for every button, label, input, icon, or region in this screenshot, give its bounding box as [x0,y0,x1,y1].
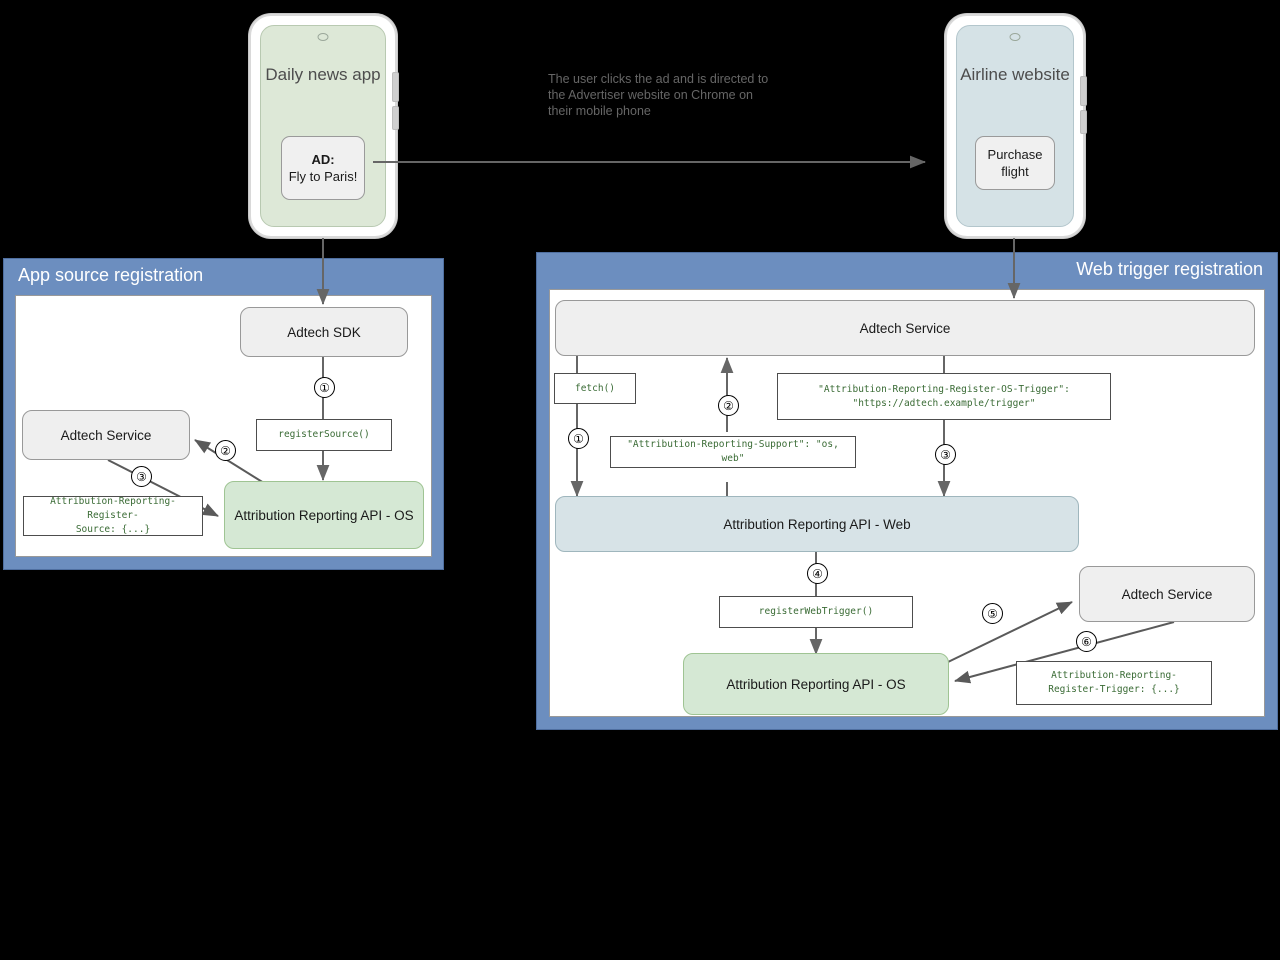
step-circle-right-4: ④ [807,563,828,584]
step-circle-right-1: ① [568,428,589,449]
node-adtech-service-right-top-label: Adtech Service [859,320,951,336]
codebox-os-trigger-header: "Attribution-Reporting-Register-OS-Trigg… [777,373,1111,420]
ad-card-line1: AD: [311,152,335,167]
panel-title-web-trigger: Web trigger registration [1076,259,1263,279]
step-circle-left-3: ③ [131,466,152,487]
node-adtech-service-right-bottom[interactable]: Adtech Service [1079,566,1255,622]
codebox-register-web-trigger-text: registerWebTrigger() [758,606,874,617]
node-ar-api-os-left-label: Attribution Reporting API - OS [234,507,414,523]
codebox-register-source-header: Attribution-Reporting-Register- Source: … [23,496,203,536]
step-circle-left-1: ① [314,377,335,398]
step-right-1-label: ① [573,431,584,446]
node-adtech-sdk-label: Adtech SDK [287,324,361,340]
panel-title-app-source: App source registration [18,265,204,285]
codebox-support-header-text: "Attribution-Reporting-Support": "os, we… [627,439,839,464]
codebox-register-source: registerSource() [256,419,392,451]
step-circle-left-2: ② [215,440,236,461]
daily-news-phone: Daily news app AD: Fly to Paris! [249,14,399,238]
codebox-register-source-header-text: Attribution-Reporting-Register- Source: … [50,496,176,535]
phone-power-button [392,106,399,130]
step-right-4-label: ④ [812,566,823,581]
step-right-3-label: ③ [940,447,951,462]
airline-phone: Airline website Purchase flight [945,14,1087,238]
airline-website-screen: Airline website Purchase flight [956,25,1074,227]
step-left-1-label: ① [319,380,330,395]
node-ar-api-os-right[interactable]: Attribution Reporting API - OS [683,653,949,715]
step-left-3-label: ③ [136,469,147,484]
codebox-register-web-trigger: registerWebTrigger() [719,596,913,628]
step-right-2-label: ② [723,398,734,413]
purchase-flight-card[interactable]: Purchase flight [975,136,1055,190]
step-circle-right-3: ③ [935,444,956,465]
node-adtech-sdk[interactable]: Adtech SDK [240,307,408,357]
codebox-fetch: fetch() [554,373,636,404]
step-right-5-label: ⑤ [987,606,998,621]
codebox-support-header: "Attribution-Reporting-Support": "os, we… [610,436,856,468]
node-ar-api-os-right-label: Attribution Reporting API - OS [726,676,906,692]
node-adtech-service-left-label: Adtech Service [60,427,152,443]
phone-camera-icon [317,33,329,41]
daily-news-screen-title: Daily news app [265,65,381,84]
node-adtech-service-right-bottom-label: Adtech Service [1121,586,1213,602]
codebox-os-trigger-header-text: "Attribution-Reporting-Register-OS-Trigg… [818,383,1070,409]
purchase-card-line2: flight [1001,164,1029,179]
step-circle-right-6: ⑥ [1076,631,1097,652]
node-adtech-service-right-top[interactable]: Adtech Service [555,300,1255,356]
phone-power-button-right [1080,110,1087,134]
codebox-register-trigger-header: Attribution-Reporting- Register-Trigger:… [1016,661,1212,705]
phone-volume-button [392,72,399,102]
codebox-fetch-text: fetch() [574,382,616,394]
phone-volume-button-right [1080,76,1087,106]
step-circle-right-5: ⑤ [982,603,1003,624]
daily-news-screen: Daily news app AD: Fly to Paris! [260,25,386,227]
node-ar-api-web[interactable]: Attribution Reporting API - Web [555,496,1079,552]
phone-camera-icon-right [1009,33,1021,41]
step-left-2-label: ② [220,443,231,458]
ad-card-line2: Fly to Paris! [288,169,358,184]
step-circle-right-2: ② [718,395,739,416]
node-adtech-service-left[interactable]: Adtech Service [22,410,190,460]
purchase-card-line1: Purchase [987,147,1043,162]
ad-card[interactable]: AD: Fly to Paris! [281,136,365,200]
airline-screen-title: Airline website [960,65,1070,84]
codebox-register-trigger-header-text: Attribution-Reporting- Register-Trigger:… [1048,670,1180,695]
codebox-register-source-text: registerSource() [278,429,370,440]
node-ar-api-os-left[interactable]: Attribution Reporting API - OS [224,481,424,549]
user-flow-annotation: The user clicks the ad and is directed t… [548,72,769,118]
step-right-6-label: ⑥ [1081,634,1092,649]
node-ar-api-web-label: Attribution Reporting API - Web [723,516,911,532]
